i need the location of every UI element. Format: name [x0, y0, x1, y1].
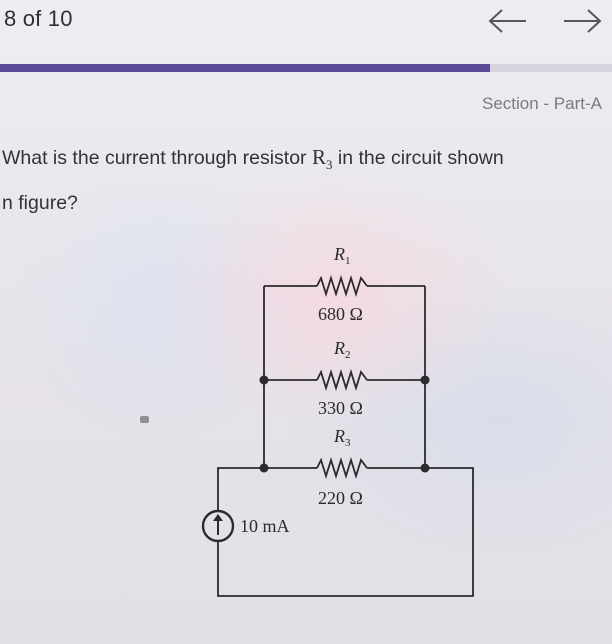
junction-node [259, 375, 269, 385]
question-text-part2: in the circuit shown [332, 147, 504, 169]
r2-value: 330 Ω [318, 398, 363, 418]
r3-label: R3 [333, 426, 351, 449]
question-header: 8 of 10 [0, 0, 612, 60]
circuit-diagram: R1 680 Ω R2 330 Ω R3 220 Ω 10 mA [201, 244, 474, 597]
progress-bar-fill [0, 64, 490, 72]
r1-value: 680 Ω [318, 304, 363, 324]
arrow-right-icon [564, 9, 602, 33]
source-top-wire [217, 467, 264, 512]
section-label: Section - Part-A [482, 94, 602, 113]
arrow-left-icon [488, 9, 526, 33]
question-text: What is the current through resistor R3 … [2, 138, 608, 222]
r2-label: R2 [333, 338, 351, 361]
junction-node [420, 375, 430, 385]
previous-button[interactable] [486, 6, 530, 36]
r1-label: R1 [333, 244, 351, 267]
question-text-line2: n figure? [2, 192, 78, 215]
return-wire [217, 467, 474, 597]
junction-node [259, 463, 269, 473]
next-button[interactable] [560, 6, 604, 36]
resistor-r2 [316, 368, 368, 392]
resistor-r1 [316, 274, 368, 298]
question-text-part1: What is the current through resistor [2, 147, 312, 169]
progress-bar [0, 64, 612, 72]
source-label: 10 mA [240, 516, 290, 536]
r3-value: 220 Ω [318, 488, 363, 508]
junction-node [420, 463, 430, 473]
question-counter: 8 of 10 [4, 6, 73, 31]
resistor-symbol: R3 [311, 145, 333, 173]
current-source-icon [201, 509, 235, 543]
resistor-r3 [316, 456, 368, 480]
stray-mark [140, 416, 149, 423]
